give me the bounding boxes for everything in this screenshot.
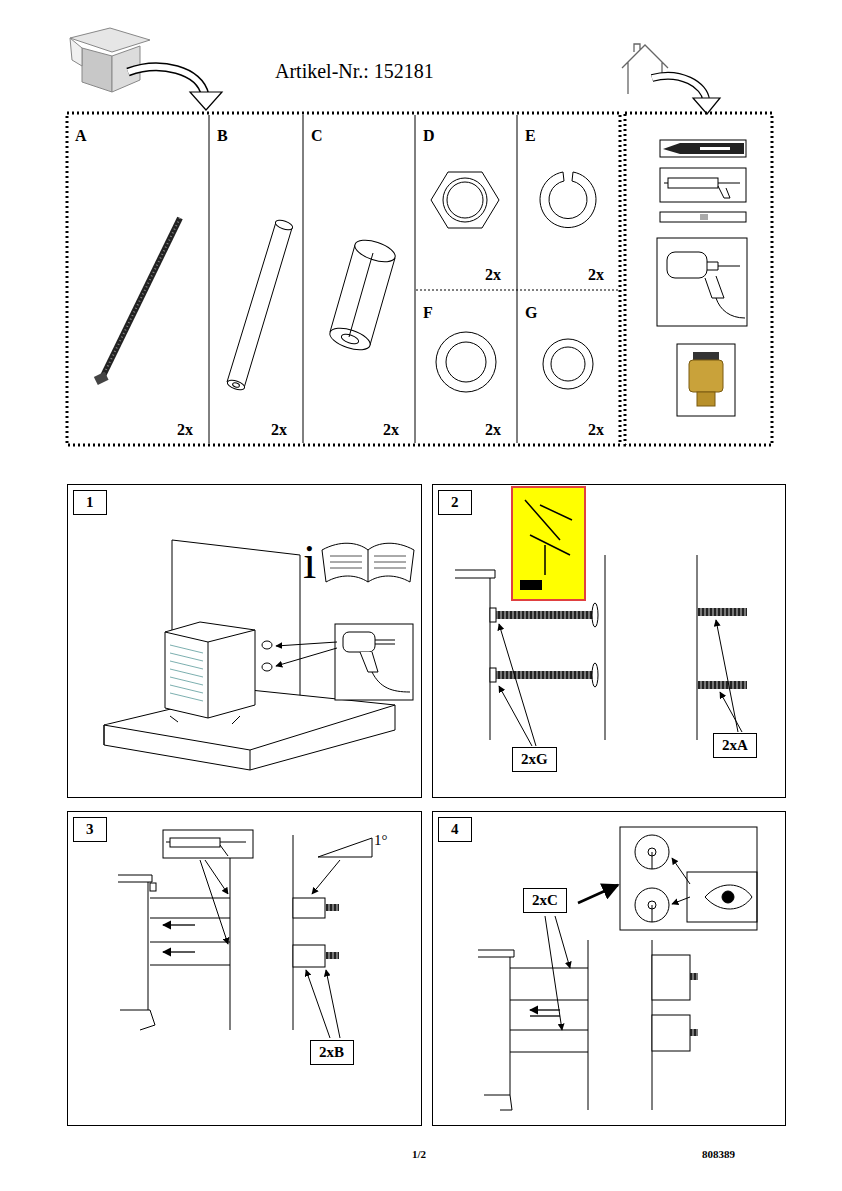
quantity: 2x: [485, 421, 501, 439]
quantity: 2x: [588, 421, 604, 439]
part-b-tube: [226, 218, 294, 391]
quantity: 2x: [177, 421, 193, 439]
leader-line: [545, 916, 562, 1030]
part-letter: F: [423, 304, 433, 322]
part-tag: 2xB: [310, 1040, 354, 1065]
article-number: Artikel-Nr.: 152181: [275, 60, 434, 82]
leader-line: [578, 885, 618, 903]
part-letter: C: [311, 127, 323, 145]
quantity: 2x: [588, 266, 604, 284]
tag-text: 2xG: [521, 751, 548, 768]
parts-frame: [67, 113, 620, 445]
part-letter: B: [217, 127, 228, 145]
quantity: 2x: [383, 421, 399, 439]
leader-line: [499, 624, 536, 746]
step-number: 4: [438, 817, 472, 842]
part-cell: G 2x: [517, 290, 620, 445]
leader-line: [312, 860, 340, 894]
step-panel: 2 2xG 2xA: [432, 484, 786, 798]
part-g-washer: [543, 339, 593, 389]
leader-line: [499, 686, 532, 746]
drill-arrow: [276, 648, 337, 666]
push-arrow: [530, 1009, 560, 1010]
tag-text: 2xC: [532, 892, 558, 909]
part-cell: A 2x: [67, 113, 209, 445]
part-cell: D 2x: [415, 113, 517, 290]
step-panel: 1: [67, 484, 422, 798]
push-arrow: [163, 924, 195, 925]
step-panel: 3 2xB: [67, 811, 422, 1126]
manual-book: [322, 543, 414, 582]
part-letter: D: [423, 127, 435, 145]
step-number: 3: [73, 817, 107, 842]
warning-sticker: [512, 487, 585, 600]
unpack-arrow: [128, 67, 222, 110]
part-d-nut: [431, 172, 499, 228]
cell-lines: [209, 115, 619, 443]
angle-label: 1°: [374, 832, 388, 849]
part-letter: E: [525, 127, 536, 145]
drill-arrow: [276, 642, 337, 646]
step3-scene: [118, 830, 372, 1030]
tag-text: 2xB: [319, 1044, 344, 1061]
tool-level: [660, 212, 746, 222]
step2-scene: [455, 555, 747, 740]
leader-line: [672, 897, 690, 904]
part-cell: F 2x: [415, 290, 517, 445]
tool-knife: [660, 140, 746, 157]
part-f-washer: [436, 332, 496, 392]
part-tag: 2xC: [523, 888, 567, 913]
part-cell: C 2x: [303, 113, 415, 445]
push-arrow: [163, 951, 195, 952]
box-icon: [70, 28, 150, 92]
leader-line: [205, 860, 228, 894]
leader-line: [716, 620, 738, 732]
push-arrow: [530, 1015, 560, 1016]
leader-line: [306, 970, 330, 1038]
leader-line: [672, 858, 690, 884]
leader-line: [720, 692, 742, 732]
tool-drill: [657, 238, 747, 326]
document-number: 808389: [702, 1148, 735, 1160]
step-panel: 4 2xC: [432, 811, 786, 1126]
part-letter: G: [525, 304, 537, 322]
info-symbol: i: [303, 536, 316, 589]
leader-line: [326, 970, 340, 1038]
part-letter: A: [75, 127, 87, 145]
tool-air-vent: [677, 344, 735, 416]
step4-scene: [478, 827, 757, 1110]
tag-text: 2xA: [722, 737, 748, 754]
part-cell: E 2x: [517, 113, 620, 290]
step-number: 2: [438, 490, 472, 515]
part-e-split-ring: [540, 172, 596, 228]
quantity: 2x: [271, 421, 287, 439]
leader-line: [200, 860, 228, 944]
step1-scene: [104, 540, 413, 770]
part-tag: 2xA: [713, 733, 757, 758]
house-icon: [622, 44, 720, 114]
part-cell: B 2x: [209, 113, 303, 445]
page-number: 1/2: [412, 1148, 426, 1160]
part-a-rod: [94, 218, 180, 385]
leader-line: [555, 916, 570, 968]
tool-caulk-gun: [660, 168, 746, 202]
tools-frame: [625, 113, 772, 445]
part-c-sleeve: [327, 236, 398, 354]
part-tag: 2xG: [512, 747, 557, 772]
step-number: 1: [73, 490, 107, 515]
quantity: 2x: [485, 266, 501, 284]
